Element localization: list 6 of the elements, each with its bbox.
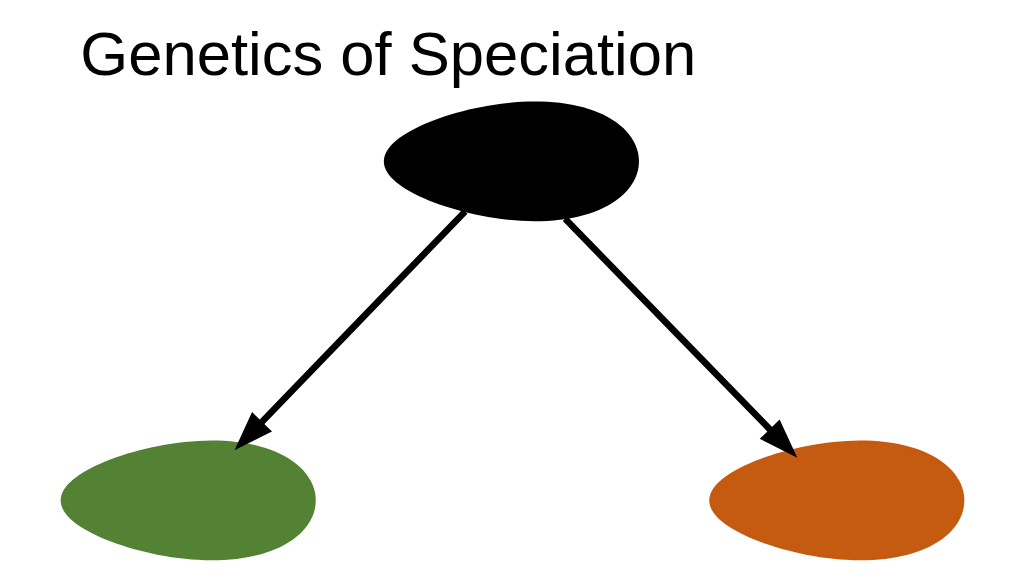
node-fish [60, 440, 316, 561]
arrow [562, 216, 797, 458]
arrow [233, 209, 467, 451]
node-fish [383, 101, 639, 222]
diagram-title: Genetics of Speciation [79, 19, 696, 89]
node-fish [708, 440, 964, 561]
